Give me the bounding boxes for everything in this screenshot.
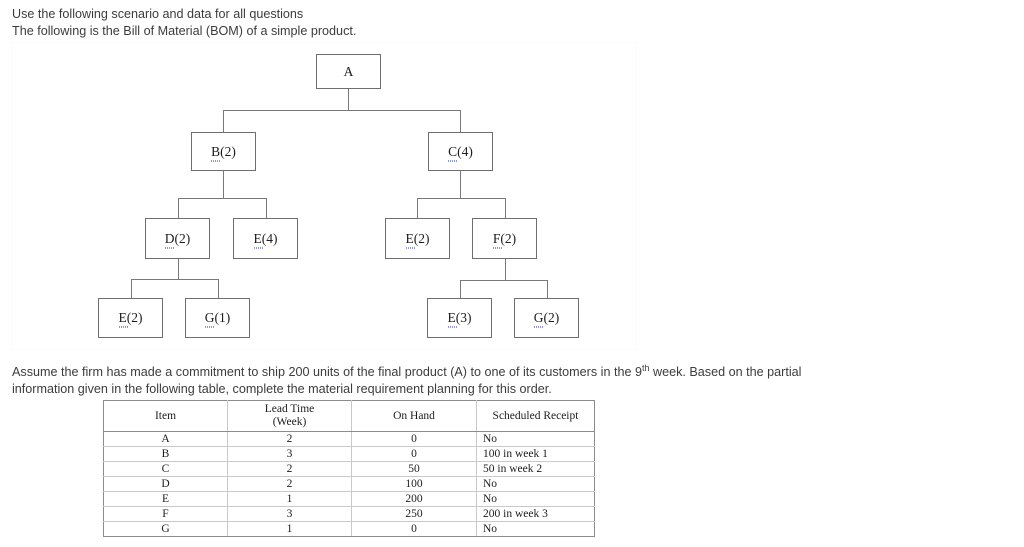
bom-node-c[interactable]: C(4)	[428, 132, 493, 171]
cell-scheduled-receipt: 100 in week 1	[476, 446, 595, 462]
connector-c-children-bus	[417, 198, 506, 200]
column-header-scheduled-receipt: Scheduled Receipt	[476, 400, 595, 432]
connector-b-children-bus	[178, 198, 267, 200]
cell-scheduled-receipt: No	[476, 431, 595, 447]
bom-node-a[interactable]: A	[316, 54, 381, 89]
intro-paragraph: Use the following scenario and data for …	[12, 6, 1012, 39]
table-row: G 1 0 No	[103, 521, 595, 537]
connector-e1-up	[266, 198, 268, 218]
cell-scheduled-receipt: No	[476, 476, 595, 492]
connector-g2-up	[547, 280, 549, 298]
cell-lead-time: 3	[227, 506, 352, 522]
scenario-part-2: week. Based on the partial	[649, 365, 802, 380]
connector-e2-up	[417, 198, 419, 218]
bom-node-c-label: C(4)	[448, 143, 473, 162]
cell-on-hand: 250	[351, 506, 477, 522]
connector-level1-bus	[223, 110, 461, 112]
connector-b-down	[223, 171, 225, 198]
cell-lead-time: 1	[227, 491, 352, 507]
scenario-part-1: Assume the firm has made a commitment to…	[12, 365, 642, 380]
scenario-line-2: information given in the following table…	[12, 381, 552, 396]
bom-node-g2[interactable]: G(2)	[514, 298, 579, 338]
connector-e3-up	[131, 279, 133, 298]
cell-lead-time: 2	[227, 476, 352, 492]
bom-node-b[interactable]: B(2)	[191, 132, 256, 171]
cell-item: A	[103, 431, 228, 447]
cell-on-hand: 50	[351, 461, 477, 477]
bom-node-e2-label: E(2)	[405, 230, 430, 249]
cell-scheduled-receipt: 200 in week 3	[476, 506, 595, 522]
cell-item: F	[103, 506, 228, 522]
cell-on-hand: 200	[351, 491, 477, 507]
bom-node-e2[interactable]: E(2)	[385, 218, 450, 259]
connector-e4-up	[460, 280, 462, 298]
bom-node-d-label: D(2)	[164, 230, 191, 249]
table-row: D 2 100 No	[103, 476, 595, 492]
bom-node-g1-label: G(1)	[204, 310, 231, 328]
bom-node-g1[interactable]: G(1)	[185, 298, 250, 338]
scenario-line-1: Assume the firm has made a commitment to…	[12, 360, 1016, 381]
bom-node-e3-label: E(2)	[118, 310, 143, 328]
bom-node-e4-label: E(3)	[447, 310, 472, 328]
connector-f-up	[505, 198, 507, 218]
connector-d-up	[178, 198, 180, 218]
connector-f-down	[505, 259, 507, 280]
cell-lead-time: 2	[227, 431, 352, 447]
mrp-data-table: Item Lead Time (Week) On Hand Scheduled …	[103, 400, 595, 537]
column-header-item: Item	[103, 400, 228, 432]
connector-d-children-bus	[131, 279, 219, 281]
mrp-data-table-wrap: Item Lead Time (Week) On Hand Scheduled …	[103, 400, 595, 537]
bom-node-f-label: F(2)	[492, 230, 517, 249]
cell-lead-time: 3	[227, 446, 352, 462]
cell-on-hand: 100	[351, 476, 477, 492]
connector-g1-up	[218, 279, 220, 298]
cell-item: B	[103, 446, 228, 462]
table-body: A 2 0 No B 3 0 100 in week 1 C 2 50 50 i…	[103, 431, 595, 537]
bom-node-d[interactable]: D(2)	[145, 218, 210, 259]
table-row: F 3 250 200 in week 3	[103, 506, 595, 522]
bom-diagram: A B(2) C(4) D(2) E(4) E(2) F(2) E(2) G(1…	[11, 42, 637, 350]
scenario-paragraph: Assume the firm has made a commitment to…	[12, 360, 1016, 397]
cell-on-hand: 0	[351, 521, 477, 537]
cell-item: D	[103, 476, 228, 492]
table-row: C 2 50 50 in week 2	[103, 461, 595, 477]
cell-item: C	[103, 461, 228, 477]
cell-item: E	[103, 491, 228, 507]
intro-line-2: The following is the Bill of Material (B…	[12, 23, 357, 38]
bom-node-a-label: A	[343, 63, 354, 79]
bom-node-f[interactable]: F(2)	[472, 218, 537, 259]
connector-b-up	[223, 110, 225, 132]
cell-scheduled-receipt: 50 in week 2	[476, 461, 595, 477]
cell-on-hand: 0	[351, 431, 477, 447]
column-header-on-hand: On Hand	[351, 400, 477, 432]
ordinal-suffix: th	[641, 363, 650, 373]
table-header-row: Item Lead Time (Week) On Hand Scheduled …	[103, 400, 595, 432]
column-header-lead-time-line2: (Week)	[272, 416, 307, 428]
column-header-lead-time-line1: Lead Time	[264, 403, 315, 415]
cell-on-hand: 0	[351, 446, 477, 462]
column-header-lead-time: Lead Time (Week)	[227, 400, 352, 432]
intro-line-1: Use the following scenario and data for …	[12, 7, 304, 21]
connector-c-down	[460, 171, 462, 198]
cell-scheduled-receipt: No	[476, 491, 595, 507]
connector-a-down	[348, 89, 350, 111]
cell-scheduled-receipt: No	[476, 521, 595, 537]
bom-node-b-label: B(2)	[211, 143, 236, 162]
bom-node-e3[interactable]: E(2)	[98, 298, 163, 338]
bom-node-e1[interactable]: E(4)	[233, 218, 298, 259]
bom-node-e1-label: E(4)	[253, 230, 278, 249]
table-row: A 2 0 No	[103, 431, 595, 447]
cell-item: G	[103, 521, 228, 537]
table-row: B 3 0 100 in week 1	[103, 446, 595, 462]
bom-node-g2-label: G(2)	[533, 310, 560, 328]
connector-c-up	[460, 110, 462, 132]
bom-node-e4[interactable]: E(3)	[427, 298, 492, 338]
connector-f-children-bus	[460, 280, 548, 282]
connector-d-down	[178, 259, 180, 279]
cell-lead-time: 2	[227, 461, 352, 477]
cell-lead-time: 1	[227, 521, 352, 537]
table-row: E 1 200 No	[103, 491, 595, 507]
